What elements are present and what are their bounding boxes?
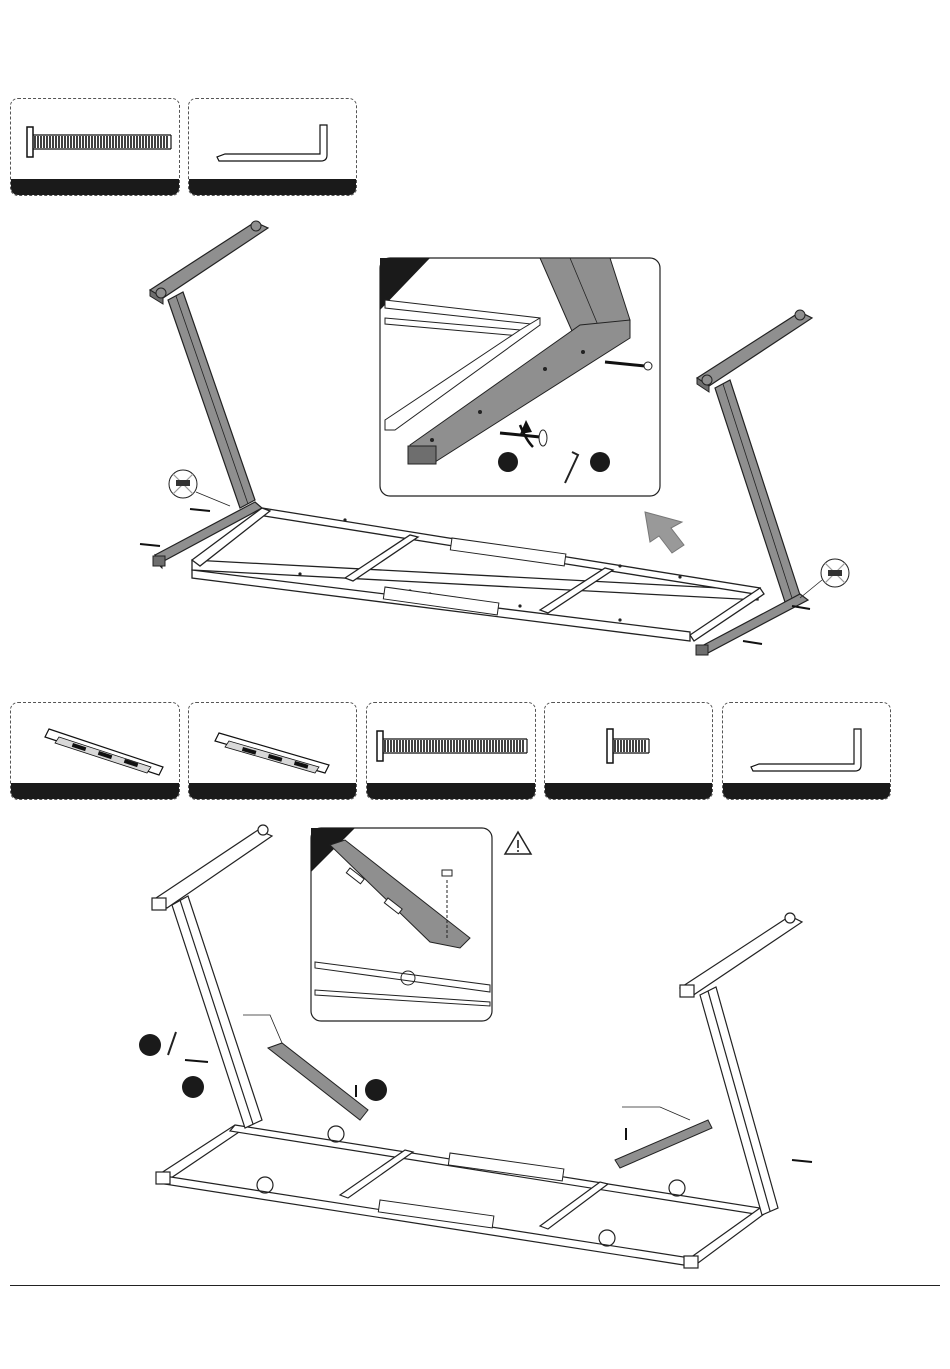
left-callout (169, 470, 230, 506)
detail-inset-2 (311, 828, 492, 1021)
part-label-bar (723, 783, 890, 799)
direction-arrow-icon (645, 512, 684, 553)
detail-inset (380, 258, 660, 496)
part-box-bracket-left (10, 702, 180, 800)
brackets (268, 1043, 712, 1168)
page-footer-rule (10, 1285, 940, 1286)
right-leg (696, 310, 812, 655)
right-callout (800, 559, 849, 598)
part-label-bar (189, 783, 356, 799)
frame (192, 508, 764, 641)
part-box-long-bolt-2 (366, 702, 536, 800)
part-label-bar (545, 783, 712, 799)
step2-screws (185, 1060, 812, 1162)
warning-triangle-icon (505, 832, 531, 854)
part-box-short-bolt (544, 702, 713, 800)
left-leg-2 (152, 825, 272, 1128)
part-label-bar (11, 783, 179, 799)
part-box-allen-key-2 (722, 702, 891, 800)
step1-assembly-diagram (0, 0, 950, 690)
part-label-bar (367, 783, 535, 799)
right-leg-2 (680, 913, 802, 1215)
center-plates-2 (378, 1153, 564, 1228)
part-box-bracket-right (188, 702, 357, 800)
frame-2 (156, 1125, 764, 1268)
mount-point-circles (257, 1126, 685, 1246)
